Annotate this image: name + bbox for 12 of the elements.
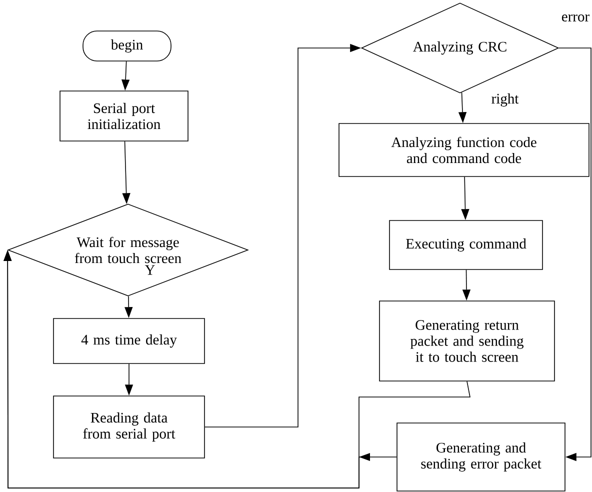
edge-label: Y: [144, 264, 156, 276]
process-box: Executing command: [389, 220, 543, 270]
process-box: Reading data from serial port: [53, 396, 205, 458]
process-box: Analyzing function code and command code: [338, 123, 590, 177]
process-box: 4 ms time delay: [53, 318, 205, 364]
process-box: Serial port initialization: [60, 90, 188, 142]
edge-label: error: [560, 14, 591, 22]
process-box: Generating and sending error packet: [396, 422, 566, 492]
terminal-box: begin: [82, 30, 172, 62]
edge-label: right: [490, 92, 520, 108]
arrow: [558, 48, 592, 462]
process-box: Generating return packet and sending it to touch screen: [379, 300, 555, 382]
